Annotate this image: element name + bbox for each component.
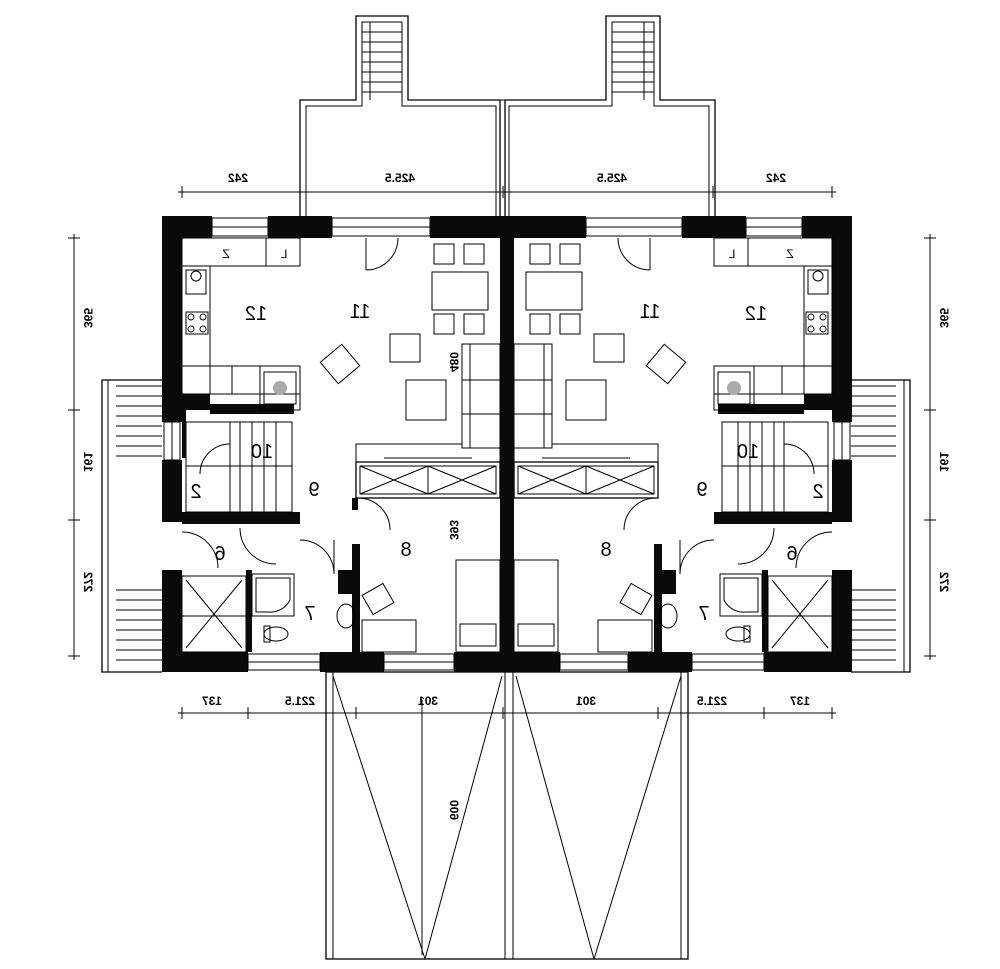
room-6-left: 6 xyxy=(214,543,225,565)
terrace xyxy=(299,15,716,218)
kitchen-mark-l-right: L xyxy=(728,247,735,261)
room-7-right: 7 xyxy=(698,603,709,625)
bathroom-right xyxy=(658,573,833,653)
kitchen-right xyxy=(713,237,833,411)
room-7-left: 7 xyxy=(304,603,315,625)
dim-top-1: 242 xyxy=(228,171,248,185)
dim-left-3: 272 xyxy=(81,572,95,592)
bedroom-left xyxy=(361,559,501,653)
kitchen-left xyxy=(181,237,301,411)
side-stairs-right xyxy=(851,379,911,673)
walls xyxy=(162,216,852,672)
living-right xyxy=(513,243,687,449)
room-8-right: 8 xyxy=(600,539,611,561)
dimension-lines xyxy=(68,186,936,719)
wardrobe-right xyxy=(513,461,659,499)
dim-top-3: 425.5 xyxy=(597,171,627,185)
bedroom-right xyxy=(513,559,653,653)
dim-right-3: 272 xyxy=(937,572,951,592)
room-12-right: 12 xyxy=(745,303,767,325)
kitchen-mark-z-right: Z xyxy=(786,247,793,261)
room-labels: 12 11 10 2 9 6 8 7 11 12 10 9 2 8 6 7 xyxy=(190,301,823,625)
dim-top-2: 425.5 xyxy=(385,171,415,185)
doors xyxy=(181,237,833,575)
staircase-left xyxy=(185,421,293,513)
dim-left-2: 161 xyxy=(81,452,95,472)
room-9-left: 9 xyxy=(308,479,319,501)
dim-right-2: 161 xyxy=(937,452,951,472)
room-2-right: 2 xyxy=(812,481,823,503)
room-10-right: 10 xyxy=(737,441,759,463)
room-2-left: 2 xyxy=(190,481,201,503)
terrace-stair-right xyxy=(612,22,654,100)
dim-top-4: 242 xyxy=(766,171,786,185)
dim-bottom-6: 137 xyxy=(790,694,810,708)
carport xyxy=(325,671,689,960)
dim-interior-393: 393 xyxy=(447,520,461,540)
kitchen-mark-z-left: Z xyxy=(222,247,229,261)
kitchen-marks: Z L L Z xyxy=(222,247,793,261)
wardrobe-left xyxy=(355,461,501,499)
dim-bottom-2: 221.5 xyxy=(285,694,315,708)
kitchen-mark-l-left: L xyxy=(280,247,287,261)
room-6-right: 6 xyxy=(786,543,797,565)
room-11-left: 11 xyxy=(350,301,371,323)
dim-right-1: 365 xyxy=(937,308,951,328)
dim-bottom-4: 301 xyxy=(576,694,596,708)
room-10-left: 10 xyxy=(251,441,273,463)
room-8-left: 8 xyxy=(400,539,411,561)
room-12-left: 12 xyxy=(245,303,267,325)
terrace-stair-left xyxy=(362,22,402,100)
dim-bottom-3: 301 xyxy=(418,694,438,708)
living-left xyxy=(319,243,501,449)
dim-interior-480: 480 xyxy=(447,352,461,372)
staircase-right xyxy=(721,421,829,513)
dim-bottom-1: 137 xyxy=(202,694,222,708)
dim-left-1: 365 xyxy=(81,308,95,328)
dim-garage: 600 xyxy=(447,800,461,820)
dimension-labels: 242 425.5 425.5 242 137 221.5 301 301 22… xyxy=(81,171,951,820)
bathroom-left xyxy=(181,573,356,653)
room-9-right: 9 xyxy=(696,479,707,501)
side-stairs-left xyxy=(101,379,162,673)
room-11-right: 11 xyxy=(640,301,661,323)
dim-bottom-5: 221.5 xyxy=(697,694,727,708)
